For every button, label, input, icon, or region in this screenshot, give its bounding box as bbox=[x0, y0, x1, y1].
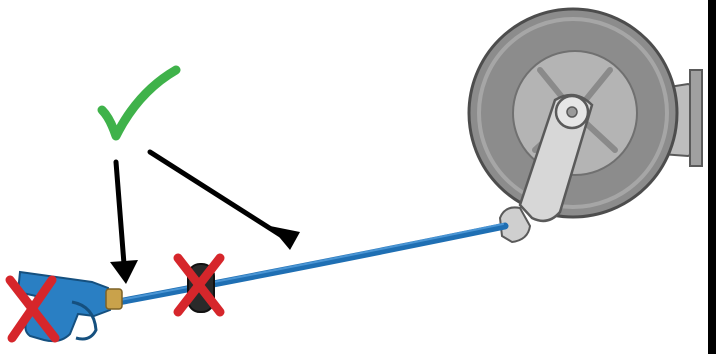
hose-reel bbox=[469, 9, 702, 242]
reel-bracket-plate bbox=[690, 70, 702, 166]
hose bbox=[118, 226, 505, 302]
arrow-down-icon bbox=[150, 152, 300, 250]
arrow-down-icon bbox=[110, 162, 138, 284]
gun-coupling bbox=[106, 289, 122, 309]
reel-crank-bolt bbox=[567, 107, 577, 117]
right-edge-bar bbox=[708, 0, 716, 354]
check-mark-icon bbox=[102, 70, 176, 136]
